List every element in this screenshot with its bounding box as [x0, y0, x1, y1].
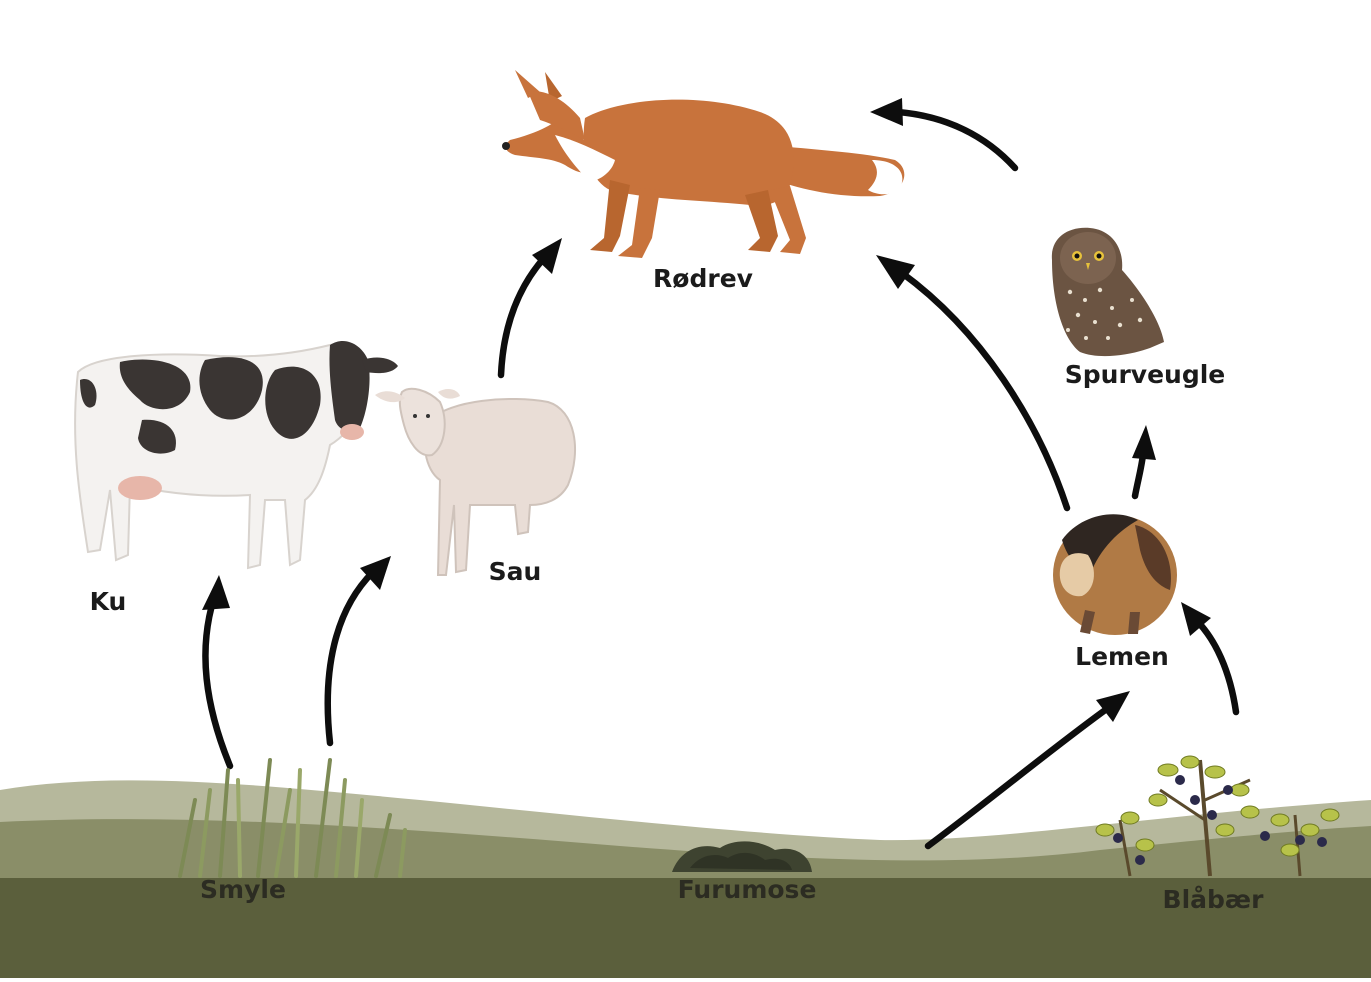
label-blabaer: Blåbær	[1163, 885, 1265, 914]
arrow-spurveugle-to-rodrev	[870, 98, 1019, 172]
arrow-sau-to-rodrev	[497, 238, 562, 379]
arrow-smyle-to-ku	[202, 575, 234, 770]
blueberry-illustration	[1095, 755, 1340, 877]
label-smyle: Smyle	[200, 875, 286, 904]
grass-illustration	[178, 758, 407, 878]
arrow-blabaer-to-lemen	[1181, 602, 1240, 716]
labels: Rødrev Spurveugle Ku Sau Lemen Smyle Fur…	[90, 264, 1264, 914]
ground	[0, 780, 1371, 978]
moss-illustration	[672, 841, 812, 872]
label-spurveugle: Spurveugle	[1065, 360, 1226, 389]
label-sau: Sau	[489, 557, 542, 586]
lemming-illustration	[1053, 514, 1177, 635]
arrow-smyle-to-sau	[324, 556, 391, 747]
arrow-lemen-to-rodrev	[876, 255, 1071, 512]
label-ku: Ku	[90, 587, 127, 616]
arrow-furumose-to-lemen	[924, 691, 1130, 850]
sheep-illustration	[375, 387, 576, 576]
label-furumose: Furumose	[678, 875, 817, 904]
ground-front-layer	[0, 878, 1371, 978]
label-lemen: Lemen	[1075, 642, 1169, 671]
arrows	[202, 98, 1240, 850]
cow-illustration	[74, 340, 398, 570]
label-rodrev: Rødrev	[653, 264, 753, 293]
fox-illustration	[502, 70, 905, 258]
owl-illustration	[1051, 227, 1164, 357]
arrow-lemen-to-spurveugle	[1131, 425, 1156, 500]
